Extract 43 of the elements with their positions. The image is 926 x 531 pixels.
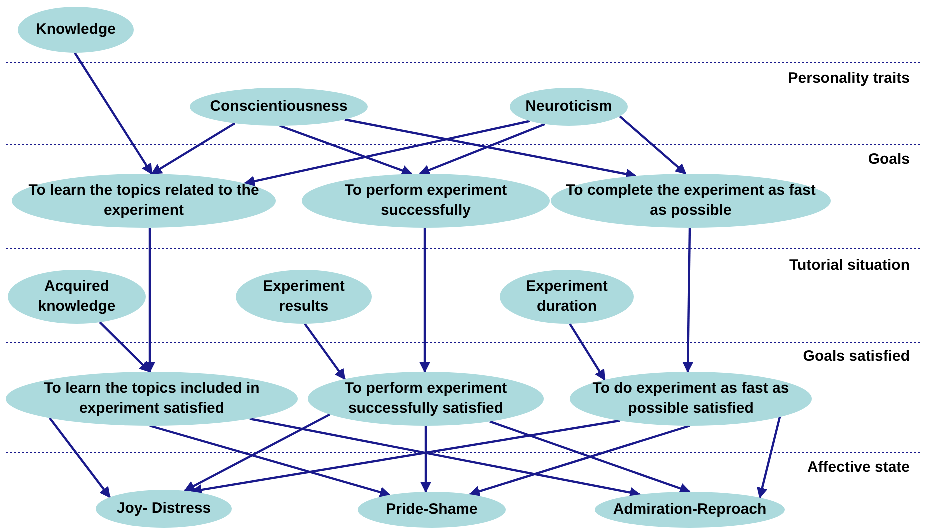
section-label: Goals satisfied: [803, 348, 910, 366]
node-text: To perform experiment successfully satisfied: [344, 379, 508, 419]
arrow: [74, 52, 153, 175]
node-text: Acquired knowledge: [37, 277, 117, 317]
section-label: Affective state: [807, 459, 910, 477]
arrow: [144, 228, 156, 374]
arrow: [420, 228, 430, 374]
arrow: [49, 418, 111, 498]
arrow: [569, 323, 606, 381]
node-text: To do experiment as fast as possible satisfied: [592, 379, 790, 419]
node-text: Pride-Shame: [386, 500, 478, 520]
arrow: [757, 417, 782, 499]
arrow: [190, 420, 620, 496]
arrow: [99, 322, 151, 373]
node-text: To learn the topics included in experiment satisfied: [43, 379, 261, 419]
node-text: Joy- Distress: [116, 499, 212, 519]
section-label: Tutorial situation: [789, 257, 910, 275]
node-text: Neuroticism: [526, 97, 612, 117]
node-text: To complete the experiment as fast as possible: [565, 181, 817, 221]
section-label: Personality traits: [788, 70, 910, 88]
arrow: [304, 323, 346, 380]
arrow: [150, 424, 392, 498]
arrow: [420, 426, 432, 494]
arrow: [468, 424, 690, 497]
node-text: Experiment results: [262, 277, 346, 317]
arrow: [490, 420, 692, 494]
arrow: [250, 418, 642, 498]
arrow: [184, 414, 331, 492]
ellipse-node: [510, 88, 628, 126]
section-label: Goals: [868, 151, 910, 169]
arrow: [682, 228, 694, 374]
arrow: [151, 122, 236, 175]
arrow: [280, 124, 414, 176]
arrow: [418, 123, 546, 176]
node-text: Conscientiousness: [210, 97, 348, 117]
node-text: To learn the topics related to the experiment: [28, 181, 260, 221]
node-text: Experiment duration: [525, 277, 609, 317]
arrow: [344, 118, 638, 180]
arrow: [619, 116, 687, 175]
node-text: Knowledge: [36, 20, 116, 40]
node-text: Admiration-Reproach: [613, 500, 767, 520]
node-text: To perform experiment successfully: [344, 181, 508, 221]
arrow: [244, 120, 530, 187]
